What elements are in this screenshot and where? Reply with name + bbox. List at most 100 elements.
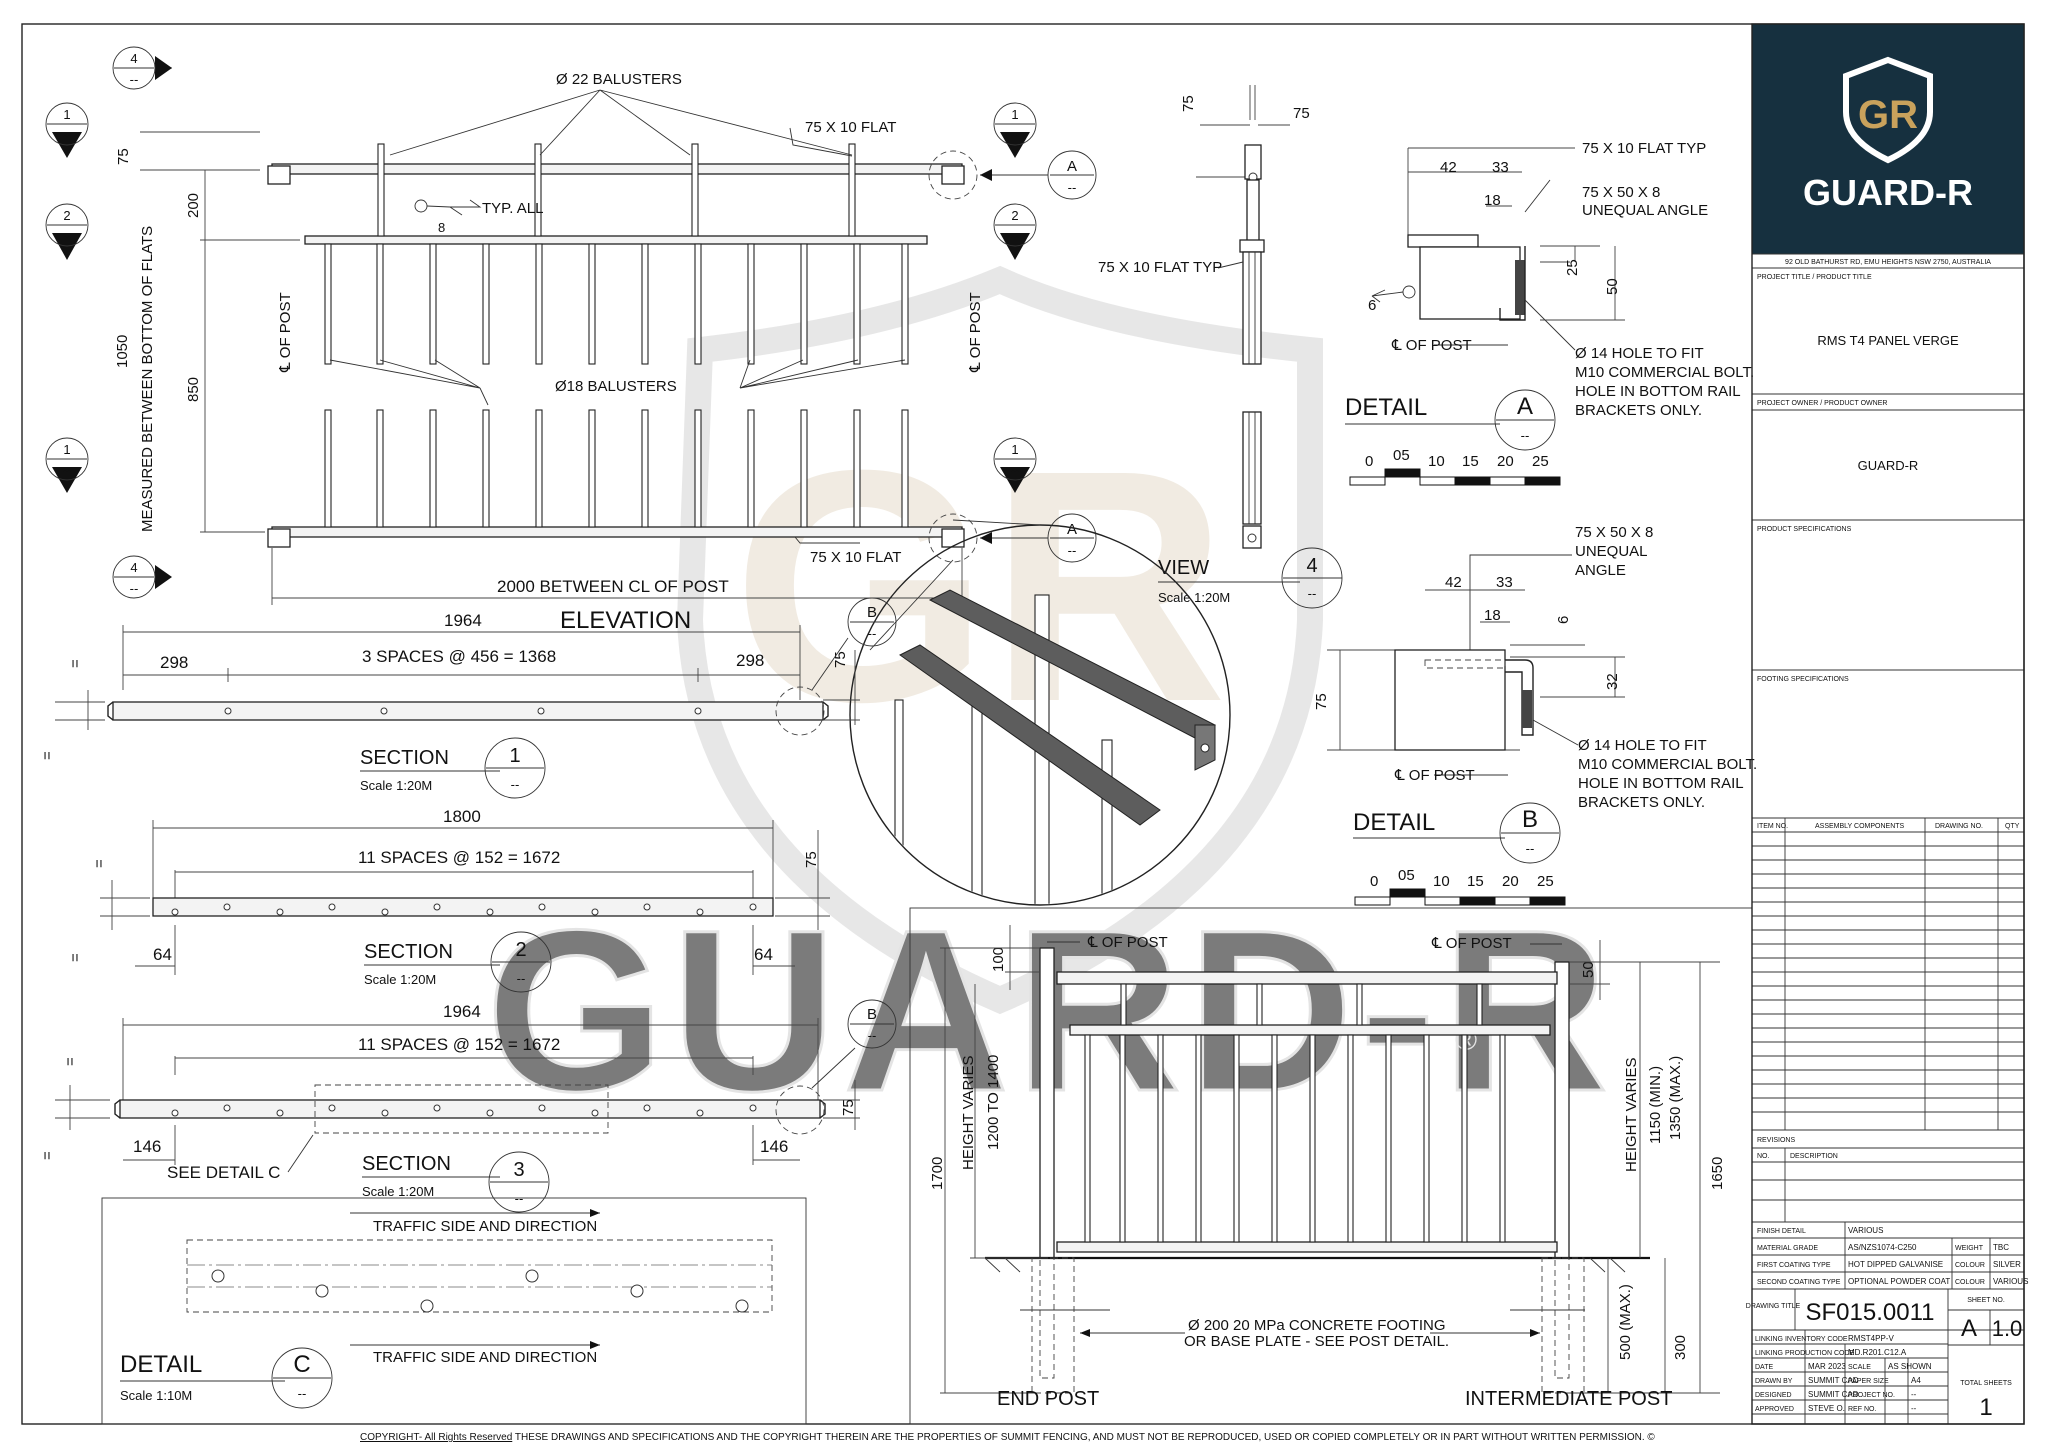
svg-text:2: 2 (63, 208, 70, 223)
svg-text:NO.: NO. (1757, 1153, 1770, 1160)
svg-text:11 SPACES @ 152 = 1672: 11 SPACES @ 152 = 1672 (358, 1035, 560, 1054)
svg-text:1: 1 (1979, 1394, 1992, 1421)
svg-text:FIRST COATING TYPE: FIRST COATING TYPE (1757, 1262, 1831, 1269)
dim-200: 200 (185, 193, 202, 218)
logo-mark: GR (1858, 93, 1918, 137)
svg-text:--: -- (298, 1386, 307, 1401)
svg-text:PROJECT TITLE / PRODUCT TITLE: PROJECT TITLE / PRODUCT TITLE (1757, 274, 1872, 281)
svg-text:50: 50 (1604, 278, 1621, 295)
svg-text:PROJECT NO.: PROJECT NO. (1848, 1392, 1895, 1399)
svg-text:Scale 1:20M: Scale 1:20M (364, 972, 436, 987)
svg-text:--: -- (1526, 841, 1535, 856)
svg-text:3 SPACES @ 456 = 1368: 3 SPACES @ 456 = 1368 (362, 647, 556, 666)
svg-text:0: 0 (1370, 873, 1378, 890)
svg-text:75: 75 (832, 651, 849, 668)
svg-text:50: 50 (1580, 961, 1597, 978)
svg-text:A: A (1961, 1315, 1977, 1342)
svg-text:1: 1 (1011, 442, 1018, 457)
guardr-logo-icon: GR (1843, 56, 1933, 164)
svg-text:25: 25 (1564, 259, 1581, 276)
intermediate-post-label: INTERMEDIATE POST (1465, 1388, 1672, 1410)
svg-text:33: 33 (1496, 574, 1513, 591)
svg-text:Ø 14 HOLE TO FIT: Ø 14 HOLE TO FIT (1575, 345, 1704, 362)
svg-text:32: 32 (1604, 673, 1621, 690)
project-title: RMS T4 PANEL VERGE (1817, 333, 1959, 348)
svg-text:MD.R201.C12.A: MD.R201.C12.A (1848, 1348, 1907, 1357)
svg-text:1650: 1650 (1709, 1157, 1726, 1190)
svg-text:SECTION: SECTION (362, 1153, 451, 1175)
svg-text:LINKING INVENTORY CODE: LINKING INVENTORY CODE (1755, 1336, 1848, 1343)
svg-text:B: B (867, 1006, 877, 1023)
svg-text:℄ OF POST: ℄ OF POST (1394, 767, 1475, 784)
post-balusters (1084, 983, 1506, 1243)
footer-notice: COPYRIGHT- All Rights Reserved THESE DRA… (360, 1432, 1655, 1443)
svg-text:B: B (1522, 806, 1538, 833)
svg-text:75 X 50 X 8: 75 X 50 X 8 (1575, 524, 1653, 541)
svg-text:DRAWING TITLE: DRAWING TITLE (1746, 1303, 1801, 1310)
svg-text:=: = (67, 659, 84, 668)
svg-text:TRAFFIC SIDE AND DIRECTION: TRAFFIC SIDE AND DIRECTION (373, 1349, 597, 1366)
svg-text:STEVE O.: STEVE O. (1808, 1404, 1845, 1413)
svg-text:MAR 2023: MAR 2023 (1808, 1362, 1846, 1371)
svg-text:BRACKETS ONLY.: BRACKETS ONLY. (1575, 402, 1702, 419)
svg-text:RMST4PP-V: RMST4PP-V (1848, 1334, 1894, 1343)
svg-text:UNEQUAL: UNEQUAL (1575, 543, 1648, 560)
drawing-number: SF015.0011 (1806, 1299, 1935, 1326)
svg-text:B: B (867, 604, 877, 621)
mid-rail (304, 235, 928, 245)
svg-text:1964: 1964 (444, 611, 482, 630)
watermark-shield-icon (676, 265, 1323, 1015)
svg-text:1800: 1800 (443, 807, 481, 826)
svg-text:15: 15 (1462, 453, 1479, 470)
svg-text:2: 2 (1011, 208, 1018, 223)
svg-text:10: 10 (1428, 453, 1445, 470)
svg-text:--: -- (868, 1028, 877, 1043)
marker-4-top: 4-- (112, 46, 172, 90)
balusters-top-label: Ø 22 BALUSTERS (556, 71, 682, 88)
svg-text:298: 298 (736, 651, 764, 670)
svg-text:HOT DIPPED GALVANISE: HOT DIPPED GALVANISE (1848, 1260, 1943, 1269)
svg-text:--: -- (517, 971, 526, 986)
balusters-mid-label: Ø18 BALUSTERS (555, 378, 677, 395)
svg-text:SCALE: SCALE (1848, 1364, 1871, 1371)
svg-text:OPTIONAL POWDER COAT: OPTIONAL POWDER COAT (1848, 1277, 1950, 1286)
meta-rows: LINKING INVENTORY CODE RMST4PP-V LINKING… (1752, 1330, 1948, 1424)
dim-1050: 1050 (114, 335, 131, 368)
svg-text:SEE DETAIL C: SEE DETAIL C (167, 1163, 280, 1182)
svg-text:18: 18 (1484, 192, 1501, 209)
svg-text:6: 6 (1555, 616, 1572, 624)
svg-text:VARIOUS: VARIOUS (1848, 1226, 1883, 1235)
svg-text:DETAIL: DETAIL (120, 1351, 202, 1378)
detail-c: TRAFFIC SIDE AND DIRECTION TRAFFIC SIDE … (101, 1197, 807, 1425)
svg-text:C: C (293, 1351, 310, 1378)
svg-text:Scale 1:10M: Scale 1:10M (120, 1388, 192, 1403)
marker-2-right: 2-- (993, 203, 1037, 260)
svg-text:75: 75 (803, 851, 820, 868)
bracket-bl (267, 528, 291, 548)
svg-text:=: = (91, 859, 108, 868)
height-label: MEASURED BETWEEN BOTTOM OF FLATS (139, 226, 156, 532)
cl-post-left: ℄ OF POST (277, 292, 294, 373)
svg-text:298: 298 (160, 653, 188, 672)
svg-text:--: -- (1308, 586, 1317, 601)
svg-text:FINISH DETAIL: FINISH DETAIL (1757, 1228, 1806, 1235)
svg-text:--: -- (868, 626, 877, 641)
svg-text:--: -- (1068, 180, 1077, 195)
svg-text:--: -- (1911, 1390, 1917, 1399)
svg-text:COLOUR: COLOUR (1955, 1279, 1985, 1286)
finish-grid: FINISH DETAIL VARIOUS MATERIAL GRADE AS/… (1752, 1222, 2028, 1290)
end-post-label: END POST (997, 1388, 1099, 1410)
flat-bottom-label: 75 X 10 FLAT (810, 549, 901, 566)
view-4: 75 75 75 X 10 FLAT TYP VIEW Scale 1:20M … (1098, 85, 1343, 609)
bracket-tl (267, 165, 291, 185)
svg-text:OR BASE PLATE - SEE POST DETAI: OR BASE PLATE - SEE POST DETAIL. (1184, 1333, 1449, 1350)
svg-text:SHEET NO.: SHEET NO. (1967, 1297, 2005, 1304)
svg-text:11 SPACES @ 152 = 1672: 11 SPACES @ 152 = 1672 (358, 848, 560, 867)
svg-text:100: 100 (990, 947, 1007, 972)
svg-text:A: A (1067, 158, 1077, 175)
svg-text:500 (MAX.): 500 (MAX.) (1617, 1284, 1634, 1360)
scale-bar-a: 0 05 10 15 20 25 (1349, 447, 1561, 486)
svg-text:TRAFFIC SIDE AND DIRECTION: TRAFFIC SIDE AND DIRECTION (373, 1218, 597, 1235)
svg-text:4: 4 (130, 51, 137, 66)
